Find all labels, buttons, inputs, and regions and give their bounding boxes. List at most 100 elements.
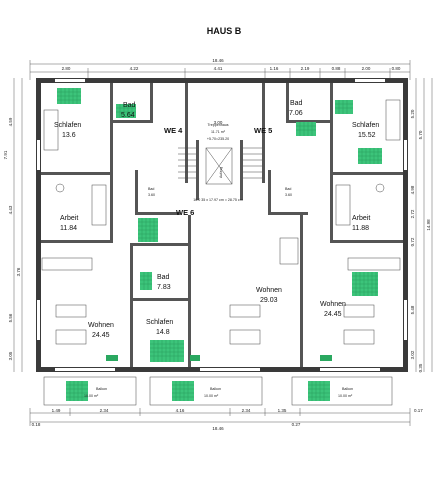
room-arbeit-r-area: 11.88 (352, 225, 369, 232)
balcony-right-area: 10.00 m² (338, 394, 353, 398)
desk-icon (91, 184, 107, 226)
room-we5-label: WE 5 (254, 126, 272, 135)
table-icon (55, 329, 87, 345)
dim-top-5: 2.19 (301, 66, 310, 71)
dim-left-3: 4.43 (8, 205, 13, 214)
tile-mid-left (138, 218, 158, 242)
dim-right-8: 3.02 (410, 350, 415, 359)
dim-left-4: 3.76 (16, 267, 21, 276)
room-wohnen-l-name: Wohnen (88, 322, 114, 329)
dim-bottom-7: 0.18 (32, 422, 41, 427)
exit-sign-icon (320, 355, 332, 361)
balcony-left (43, 376, 137, 406)
table-icon (229, 329, 261, 345)
dim-bottom-2: 2.34 (100, 408, 109, 413)
kitchen-counter-icon (41, 257, 93, 271)
room-labels: Schlafen 13.6 Bad 5.64 WE 4 Treppenhaus … (54, 100, 379, 339)
dim-top-7: 2.00 (362, 66, 371, 71)
dim-right-1: 5.20 (410, 109, 415, 118)
exit-sign-icon (106, 355, 118, 361)
balcony-mid-name: Balkon (210, 387, 221, 391)
dim-top-1: 2.80 (62, 66, 71, 71)
tile-bad-tr (296, 122, 316, 136)
dim-left-6: 3.05 (8, 351, 13, 360)
top-dimension-chain: 18.46 2.80 4.22 4.41 1.16 2.19 0.88 2.00… (29, 58, 411, 80)
dim-top-2: 4.22 (130, 66, 139, 71)
kitchen-counter-icon (347, 257, 401, 271)
dim-left-5: 5.56 (8, 313, 13, 322)
balcony-mid-area: 10.00 m² (204, 394, 219, 398)
room-arbeit-l-name: Arbeit (60, 215, 78, 222)
room-treppenhaus-note: +5.70=235.20 (207, 137, 229, 141)
bed-icon (43, 109, 59, 151)
room-treppenhaus-area: 11.71 m² (211, 130, 226, 134)
tile-balcony-mid (172, 381, 194, 401)
room-schlafen-m-name: Schlafen (146, 319, 173, 326)
desk-icon (335, 184, 351, 226)
dim-right-6: 14.98 (426, 219, 431, 231)
bottom-dimension-chain: 1.49 2.34 4.16 2.34 1.35 0.17 0.18 0.27 … (29, 408, 423, 431)
bad-small-1-area: 3.60 (148, 193, 155, 197)
dim-inner-1: 3.00 (214, 120, 223, 125)
tile-schlafen-mid (150, 340, 184, 362)
dim-top-8: 0.80 (392, 66, 401, 71)
room-bad-tr-name: Bad (290, 100, 303, 107)
dim-top-6: 0.88 (332, 66, 341, 71)
room-wohnen-l-area: 24.45 (92, 332, 110, 339)
room-wohnen-r-area: 24.45 (324, 311, 342, 318)
sofa-icon (229, 304, 261, 318)
bed-icon (385, 99, 401, 141)
balcony-right (291, 376, 393, 406)
dim-top-total: 18.46 (212, 58, 224, 63)
right-dimension-chain: 5.20 5.70 4.98 2.72 0.72 14.98 5.48 3.02… (410, 78, 433, 372)
tile-schlafen-tr (358, 148, 382, 164)
dim-bottom-total: 18.46 (212, 426, 224, 431)
tile-hatches (57, 88, 382, 401)
bad-small-1-name: Bad (148, 187, 154, 191)
dim-right-5: 0.72 (410, 237, 415, 246)
room-schlafen-m-area: 14.8 (156, 329, 170, 336)
dim-bottom-1: 1.49 (52, 408, 61, 413)
tile-bad-tl (116, 104, 136, 118)
elevator-icon (205, 147, 233, 185)
room-bad-tl-area: 5.64 (121, 112, 135, 119)
dim-right-3: 4.98 (410, 185, 415, 194)
chair-icon (55, 183, 65, 193)
chair-icon (375, 183, 385, 193)
dim-top-4: 1.16 (270, 66, 279, 71)
balcony-right-name: Balkon (342, 387, 353, 391)
room-bad-tr-area: 7.06 (289, 110, 303, 117)
room-arbeit-l-area: 11.84 (60, 225, 77, 232)
tile-schlafen-tl (57, 88, 81, 104)
left-dimension-chain: 4.59 7.91 4.43 3.76 5.56 3.05 (3, 78, 23, 372)
room-schlafen-tr-name: Schlafen (352, 122, 379, 129)
dim-bottom-6: 0.17 (414, 408, 423, 413)
balcony-left-area: 10.00 m² (84, 394, 99, 398)
tile-balcony-left (66, 381, 88, 401)
sofa-icon (343, 304, 375, 318)
room-schlafen-tr-area: 15.52 (358, 132, 376, 139)
balcony-mid (149, 376, 263, 406)
bad-small-2-name: Bad (285, 187, 291, 191)
room-bad-tl-name: Bad (123, 102, 136, 109)
furniture (41, 99, 401, 361)
balconies: Balkon 10.00 m² Balkon 10.00 m² Balkon 1… (43, 376, 393, 406)
room-schlafen-tl-name: Schlafen (54, 122, 81, 129)
exit-sign-icon (190, 355, 200, 361)
room-bad-m-name: Bad (157, 274, 170, 281)
room-wohnen-m-name: Wohnen (256, 287, 282, 294)
dim-left-1: 4.59 (8, 117, 13, 126)
dim-bottom-3: 4.16 (176, 408, 185, 413)
kitchen-counter-icon (279, 237, 299, 265)
stair-icon (178, 147, 262, 179)
sofa-icon (55, 304, 87, 318)
room-wohnen-r-name: Wohnen (320, 301, 346, 308)
interior-walls (41, 83, 403, 367)
outer-walls (36, 78, 408, 372)
dim-top-3: 4.41 (214, 66, 223, 71)
dim-left-2: 7.91 (3, 150, 8, 159)
room-wohnen-m-area: 29.03 (260, 297, 278, 304)
tile-arbeit-right (352, 272, 378, 296)
tile-balcony-right (308, 381, 330, 401)
dim-right-7: 5.48 (410, 305, 415, 314)
